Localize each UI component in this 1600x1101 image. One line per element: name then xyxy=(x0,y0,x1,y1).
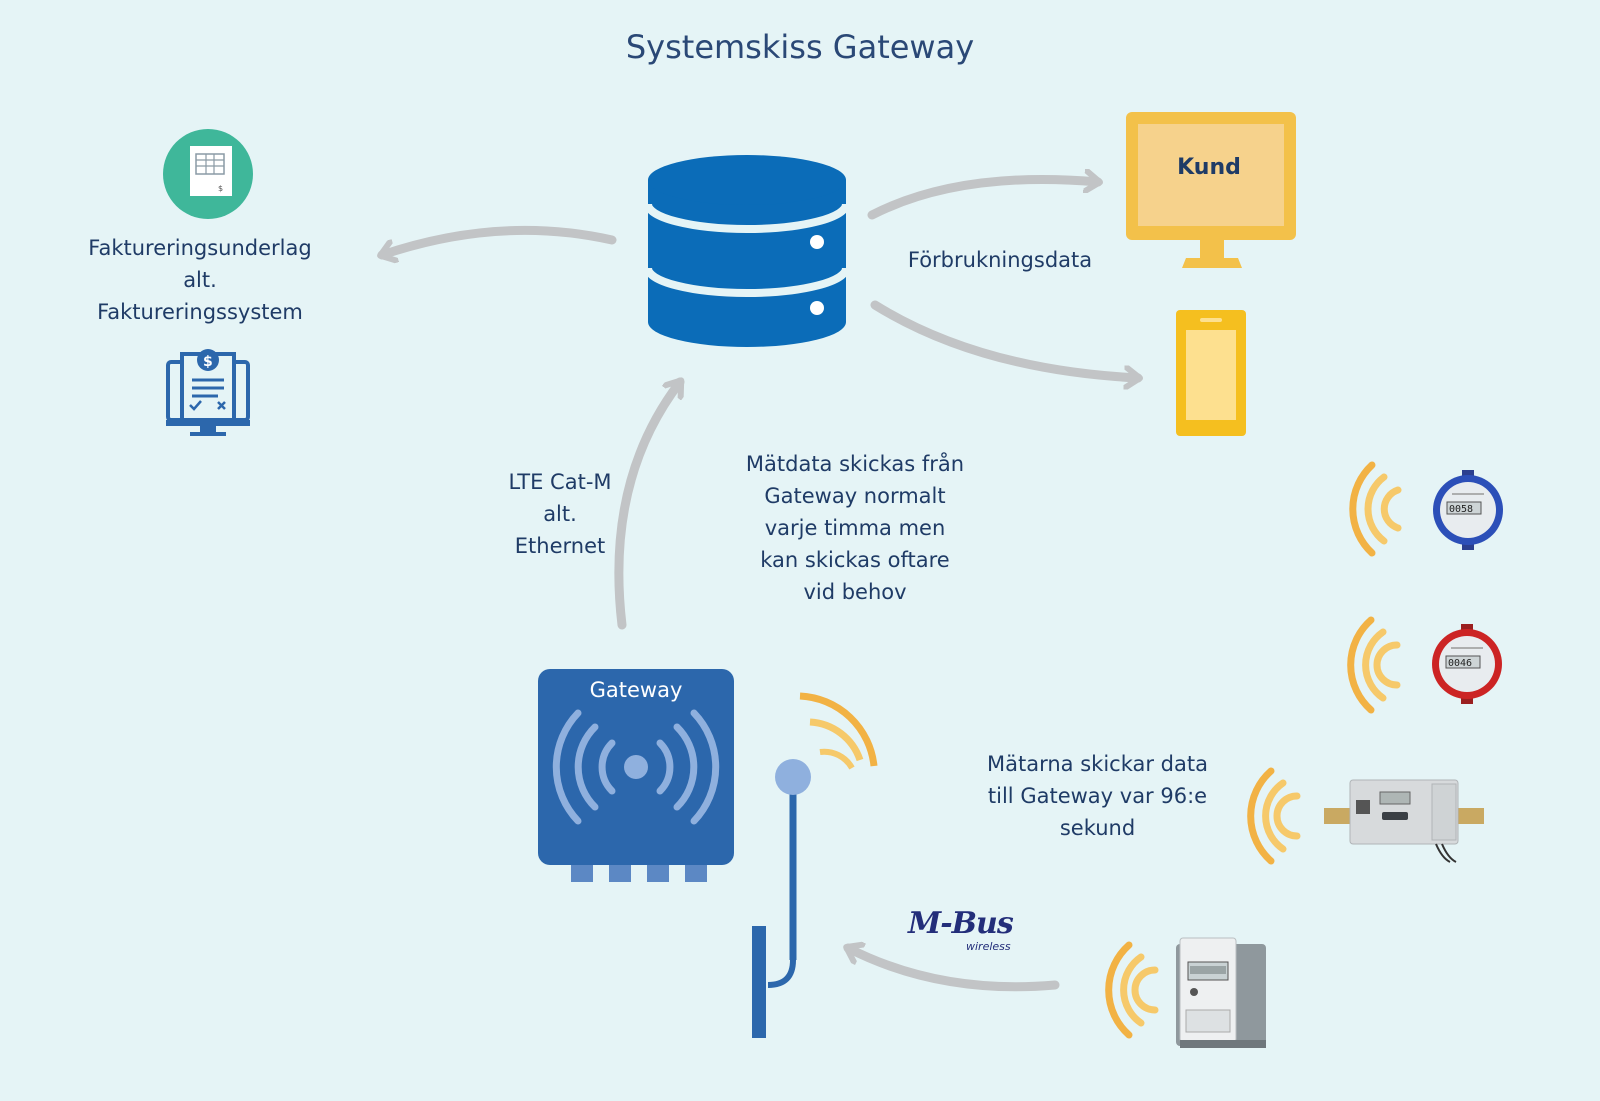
meters-line-1: Mätarna skickar data xyxy=(987,752,1208,776)
billing-line-1: Faktureringsunderlag xyxy=(88,236,312,260)
arrow-to-customer-monitor xyxy=(867,179,1098,220)
gateway-box-icon xyxy=(538,669,734,882)
arrow-meter-to-antenna xyxy=(848,948,1060,992)
meters-line-2: till Gateway var 96:e xyxy=(987,784,1208,808)
measurement-note: Mätdata skickas från Gateway normalt var… xyxy=(720,448,990,608)
customer-label: Kund xyxy=(1177,155,1241,180)
heat-meter-reading: 0046 xyxy=(1448,658,1472,669)
connection-line-3: Ethernet xyxy=(514,534,606,558)
arrow-to-billing xyxy=(382,225,617,255)
billing-line-3: Faktureringssystem xyxy=(97,300,303,324)
measurement-line-2: Gateway normalt xyxy=(764,484,946,508)
svg-text:$: $ xyxy=(203,354,213,370)
billing-line-2: alt. xyxy=(183,268,217,292)
phone-icon xyxy=(1176,310,1246,436)
billing-monitor-icon: $ xyxy=(166,349,250,436)
consumption-data-label: Förbrukningsdata xyxy=(907,248,1093,272)
arrow-to-customer-phone xyxy=(870,300,1138,378)
connection-label: LTE Cat-M alt. Ethernet xyxy=(470,466,650,562)
gateway-label: Gateway xyxy=(589,678,683,702)
diagram-title: Systemskiss Gateway xyxy=(625,28,975,66)
meters-note: Mätarna skickar data till Gateway var 96… xyxy=(950,748,1245,844)
measurement-line-4: kan skickas oftare xyxy=(760,548,950,572)
database-icon xyxy=(644,155,850,347)
measurement-line-5: vid behov xyxy=(803,580,907,604)
billing-label: Faktureringsunderlag alt. Faktureringssy… xyxy=(55,232,345,328)
connection-line-1: LTE Cat-M xyxy=(508,470,612,494)
water-meter-reading: 0058 xyxy=(1449,504,1473,515)
measurement-line-1: Mätdata skickas från xyxy=(745,452,965,476)
meters-line-3: sekund xyxy=(1059,816,1136,840)
monitor-icon xyxy=(1126,112,1296,268)
antenna-icon xyxy=(752,692,878,1038)
heat-meter-icon: 0046 xyxy=(1432,624,1502,704)
arrow-gateway-to-database xyxy=(614,382,685,630)
measurement-line-3: varje timma men xyxy=(764,516,946,540)
electricity-meter-icon xyxy=(1176,937,1266,1048)
signal-waves-meter-1 xyxy=(1349,461,1402,557)
connection-line-2: alt. xyxy=(543,502,577,526)
signal-waves-meter-4 xyxy=(1105,941,1159,1039)
water-meter-icon: 0058 xyxy=(1433,470,1503,550)
signal-waves-meter-3 xyxy=(1247,767,1301,865)
svg-text:$: $ xyxy=(218,184,223,193)
invoice-icon: $ xyxy=(163,129,253,219)
signal-waves-meter-2 xyxy=(1347,616,1401,714)
din-rail-meter-icon xyxy=(1324,779,1484,863)
mbus-logo: M-Bus xyxy=(908,906,1014,941)
mbus-logo-sub: wireless xyxy=(966,940,1011,953)
